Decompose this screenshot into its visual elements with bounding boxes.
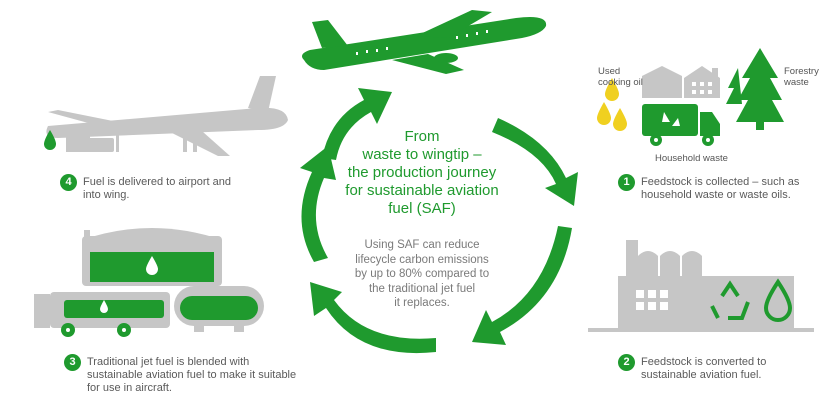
arrow-to-delivery xyxy=(300,146,336,262)
household-waste-label: Household waste xyxy=(655,153,728,164)
arrow-to-blending xyxy=(310,282,436,354)
step-2: 2 Feedstock is converted to sustainable … xyxy=(618,354,811,382)
recycle-icon xyxy=(710,280,750,320)
blending-tanks-illustration xyxy=(34,228,264,337)
refuelling-airplane-illustration xyxy=(44,76,289,156)
factory-illustration xyxy=(588,240,814,332)
arrow-to-conversion xyxy=(472,226,572,345)
airplane-icon xyxy=(302,10,547,74)
step-4-number: 4 xyxy=(60,174,77,191)
diagram-description: Using SAF can reduce lifecycle carbon em… xyxy=(354,239,490,309)
used-cooking-oil-label: Used cooking oil xyxy=(598,66,643,88)
step-3-text: Traditional jet fuel is blended with sus… xyxy=(87,356,297,394)
feedstock-collection-illustration xyxy=(597,48,784,146)
step-1-number: 1 xyxy=(618,174,635,191)
step-3-number: 3 xyxy=(64,354,81,371)
arrow-to-plane xyxy=(322,88,392,160)
step-4-text: Fuel is delivered to airport and into wi… xyxy=(83,176,231,201)
step-3: 3 Traditional jet fuel is blended with s… xyxy=(64,354,297,395)
forestry-waste-label: Forestry waste xyxy=(784,66,819,88)
step-1-text: Feedstock is collected – such as househo… xyxy=(641,176,800,201)
step-4: 4 Fuel is delivered to airport and into … xyxy=(60,174,248,202)
arrow-to-feedstock xyxy=(492,118,578,206)
step-2-text: Feedstock is converted to sustainable av… xyxy=(641,356,767,381)
diagram-title: From waste to wingtip – the production j… xyxy=(345,128,499,217)
step-2-number: 2 xyxy=(618,354,635,371)
step-1: 1 Feedstock is collected – such as house… xyxy=(618,174,829,202)
